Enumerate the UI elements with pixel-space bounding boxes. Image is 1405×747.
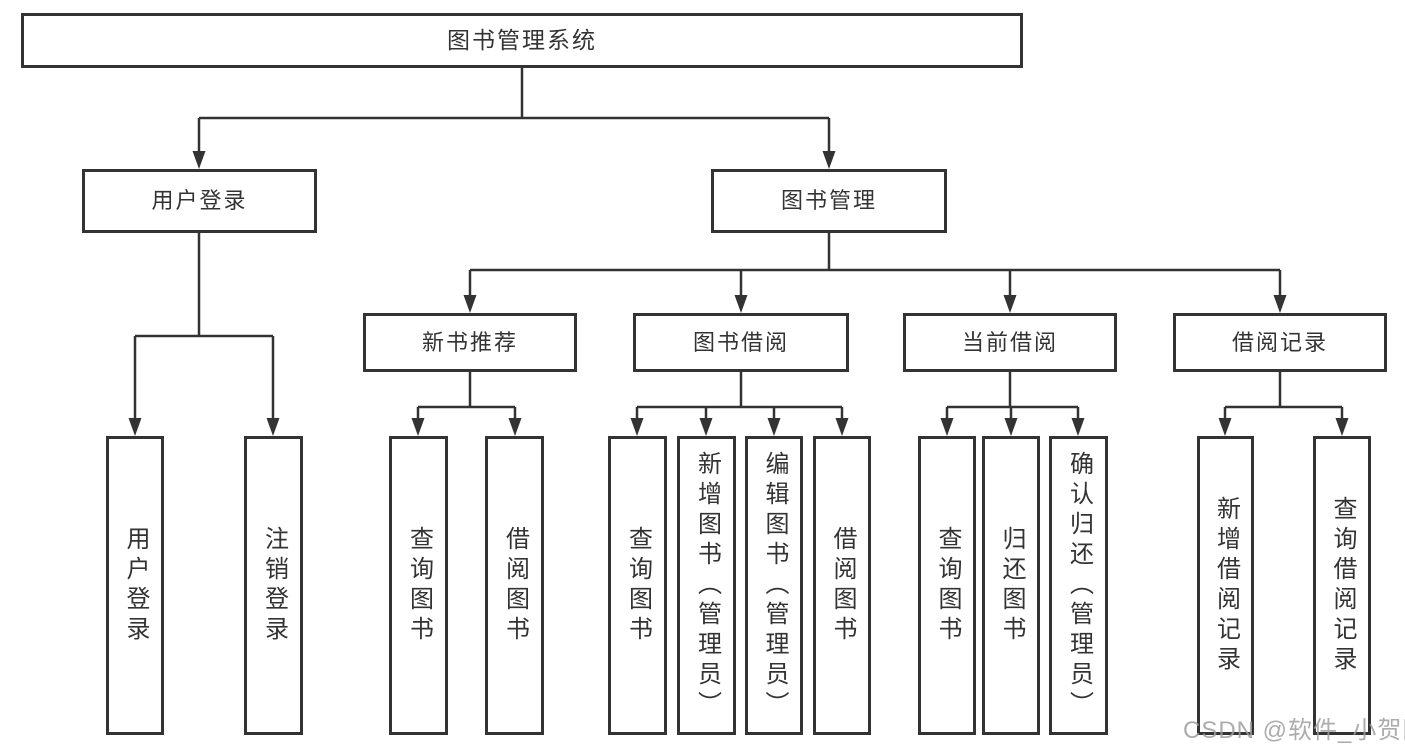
- leaf-query-books-current: 查询图书: [918, 436, 976, 735]
- node-borrow-record: 借阅记录: [1173, 313, 1387, 372]
- leaf-logout: 注销登录: [244, 436, 303, 735]
- leaf-user-login: 用户登录: [106, 436, 164, 735]
- leaf-borrow-books: 借阅图书: [813, 436, 871, 735]
- node-book-management: 图书管理: [711, 169, 947, 233]
- node-book-borrow: 图书借阅: [633, 313, 849, 372]
- leaf-return-books: 归还图书: [982, 436, 1040, 735]
- leaf-query-books-borrow: 查询图书: [608, 436, 667, 735]
- leaf-edit-books-admin: 编辑图书（管理员）: [745, 436, 803, 735]
- leaf-confirm-return-admin: 确认归还（管理员）: [1049, 436, 1108, 735]
- arrowheads: [128, 151, 1349, 436]
- node-current-borrow: 当前借阅: [903, 313, 1117, 372]
- node-user-login: 用户登录: [82, 169, 317, 233]
- leaf-add-borrow-record: 新增借阅记录: [1197, 436, 1254, 735]
- node-new-book-recommend: 新书推荐: [363, 313, 577, 372]
- leaf-add-books-admin: 新增图书（管理员）: [677, 436, 736, 735]
- leaf-query-borrow-record: 查询借阅记录: [1313, 436, 1371, 735]
- leaf-query-books-recommend: 查询图书: [389, 436, 448, 735]
- leaf-borrow-books-recommend: 借阅图书: [485, 436, 544, 735]
- watermark: CSDN @软件_小贺同学: [1183, 717, 1405, 744]
- node-library-system: 图书管理系统: [21, 13, 1023, 68]
